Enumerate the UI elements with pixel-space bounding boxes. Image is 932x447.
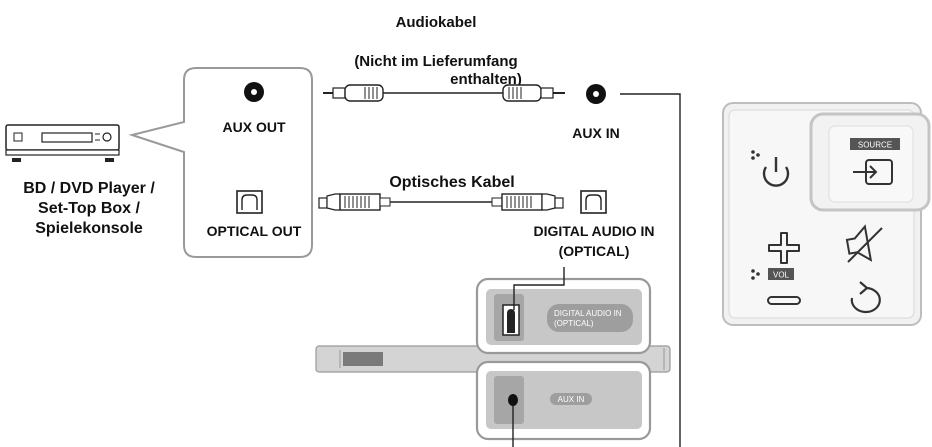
- source-ports-callout: [128, 67, 313, 258]
- panel-aux-label: AUX IN: [558, 395, 585, 404]
- optical-out-label: OPTICAL OUT: [207, 223, 302, 239]
- aux-connector-line: [620, 93, 681, 447]
- panel-digital-sublabel: (OPTICAL): [554, 319, 594, 328]
- power-icon: [751, 150, 790, 187]
- audio-cable-icon: [323, 84, 565, 102]
- source-device-line3: Spielekonsole: [35, 220, 143, 237]
- vol-label: VOL: [773, 271, 790, 280]
- audio-cable-title: Audiokabel: [396, 14, 477, 31]
- aux-in-jack-icon: [586, 84, 606, 104]
- panel-digital-label: DIGITAL AUDIO IN: [554, 309, 622, 318]
- optical-out-port-icon: [236, 190, 263, 214]
- player-icon: [5, 124, 120, 162]
- optical-connector-line: [513, 267, 565, 310]
- digital-audio-in-label: DIGITAL AUDIO IN: [533, 223, 654, 239]
- source-icon: [853, 159, 893, 185]
- audio-cable-note-line2: enthalten): [450, 71, 522, 88]
- repeat-icon: [850, 281, 881, 314]
- aux-out-jack-icon: [244, 82, 264, 102]
- audio-cable-note-line1: (Nicht im Lieferumfang: [354, 53, 517, 70]
- digital-audio-in-port-icon: [580, 190, 607, 214]
- digital-audio-in-sublabel: (OPTICAL): [559, 243, 630, 259]
- source-device-line1: BD / DVD Player /: [23, 180, 155, 197]
- source-button: SOURCE: [809, 112, 931, 212]
- soundbar-aux-panel: AUX IN: [475, 360, 652, 441]
- source-device-line2: Set-Top Box /: [38, 200, 140, 217]
- soundbar-optical-panel: DIGITAL AUDIO IN (OPTICAL): [475, 277, 652, 355]
- source-button-label: SOURCE: [858, 141, 892, 150]
- optical-cable-title: Optisches Kabel: [389, 174, 514, 191]
- mute-icon: [845, 224, 883, 263]
- aux-out-label: AUX OUT: [223, 119, 286, 135]
- minus-icon: [767, 296, 801, 305]
- aux-in-label: AUX IN: [572, 125, 619, 141]
- vol-indicator: VOL: [751, 268, 794, 280]
- plus-icon: [768, 232, 800, 264]
- optical-cable-icon: [318, 193, 564, 211]
